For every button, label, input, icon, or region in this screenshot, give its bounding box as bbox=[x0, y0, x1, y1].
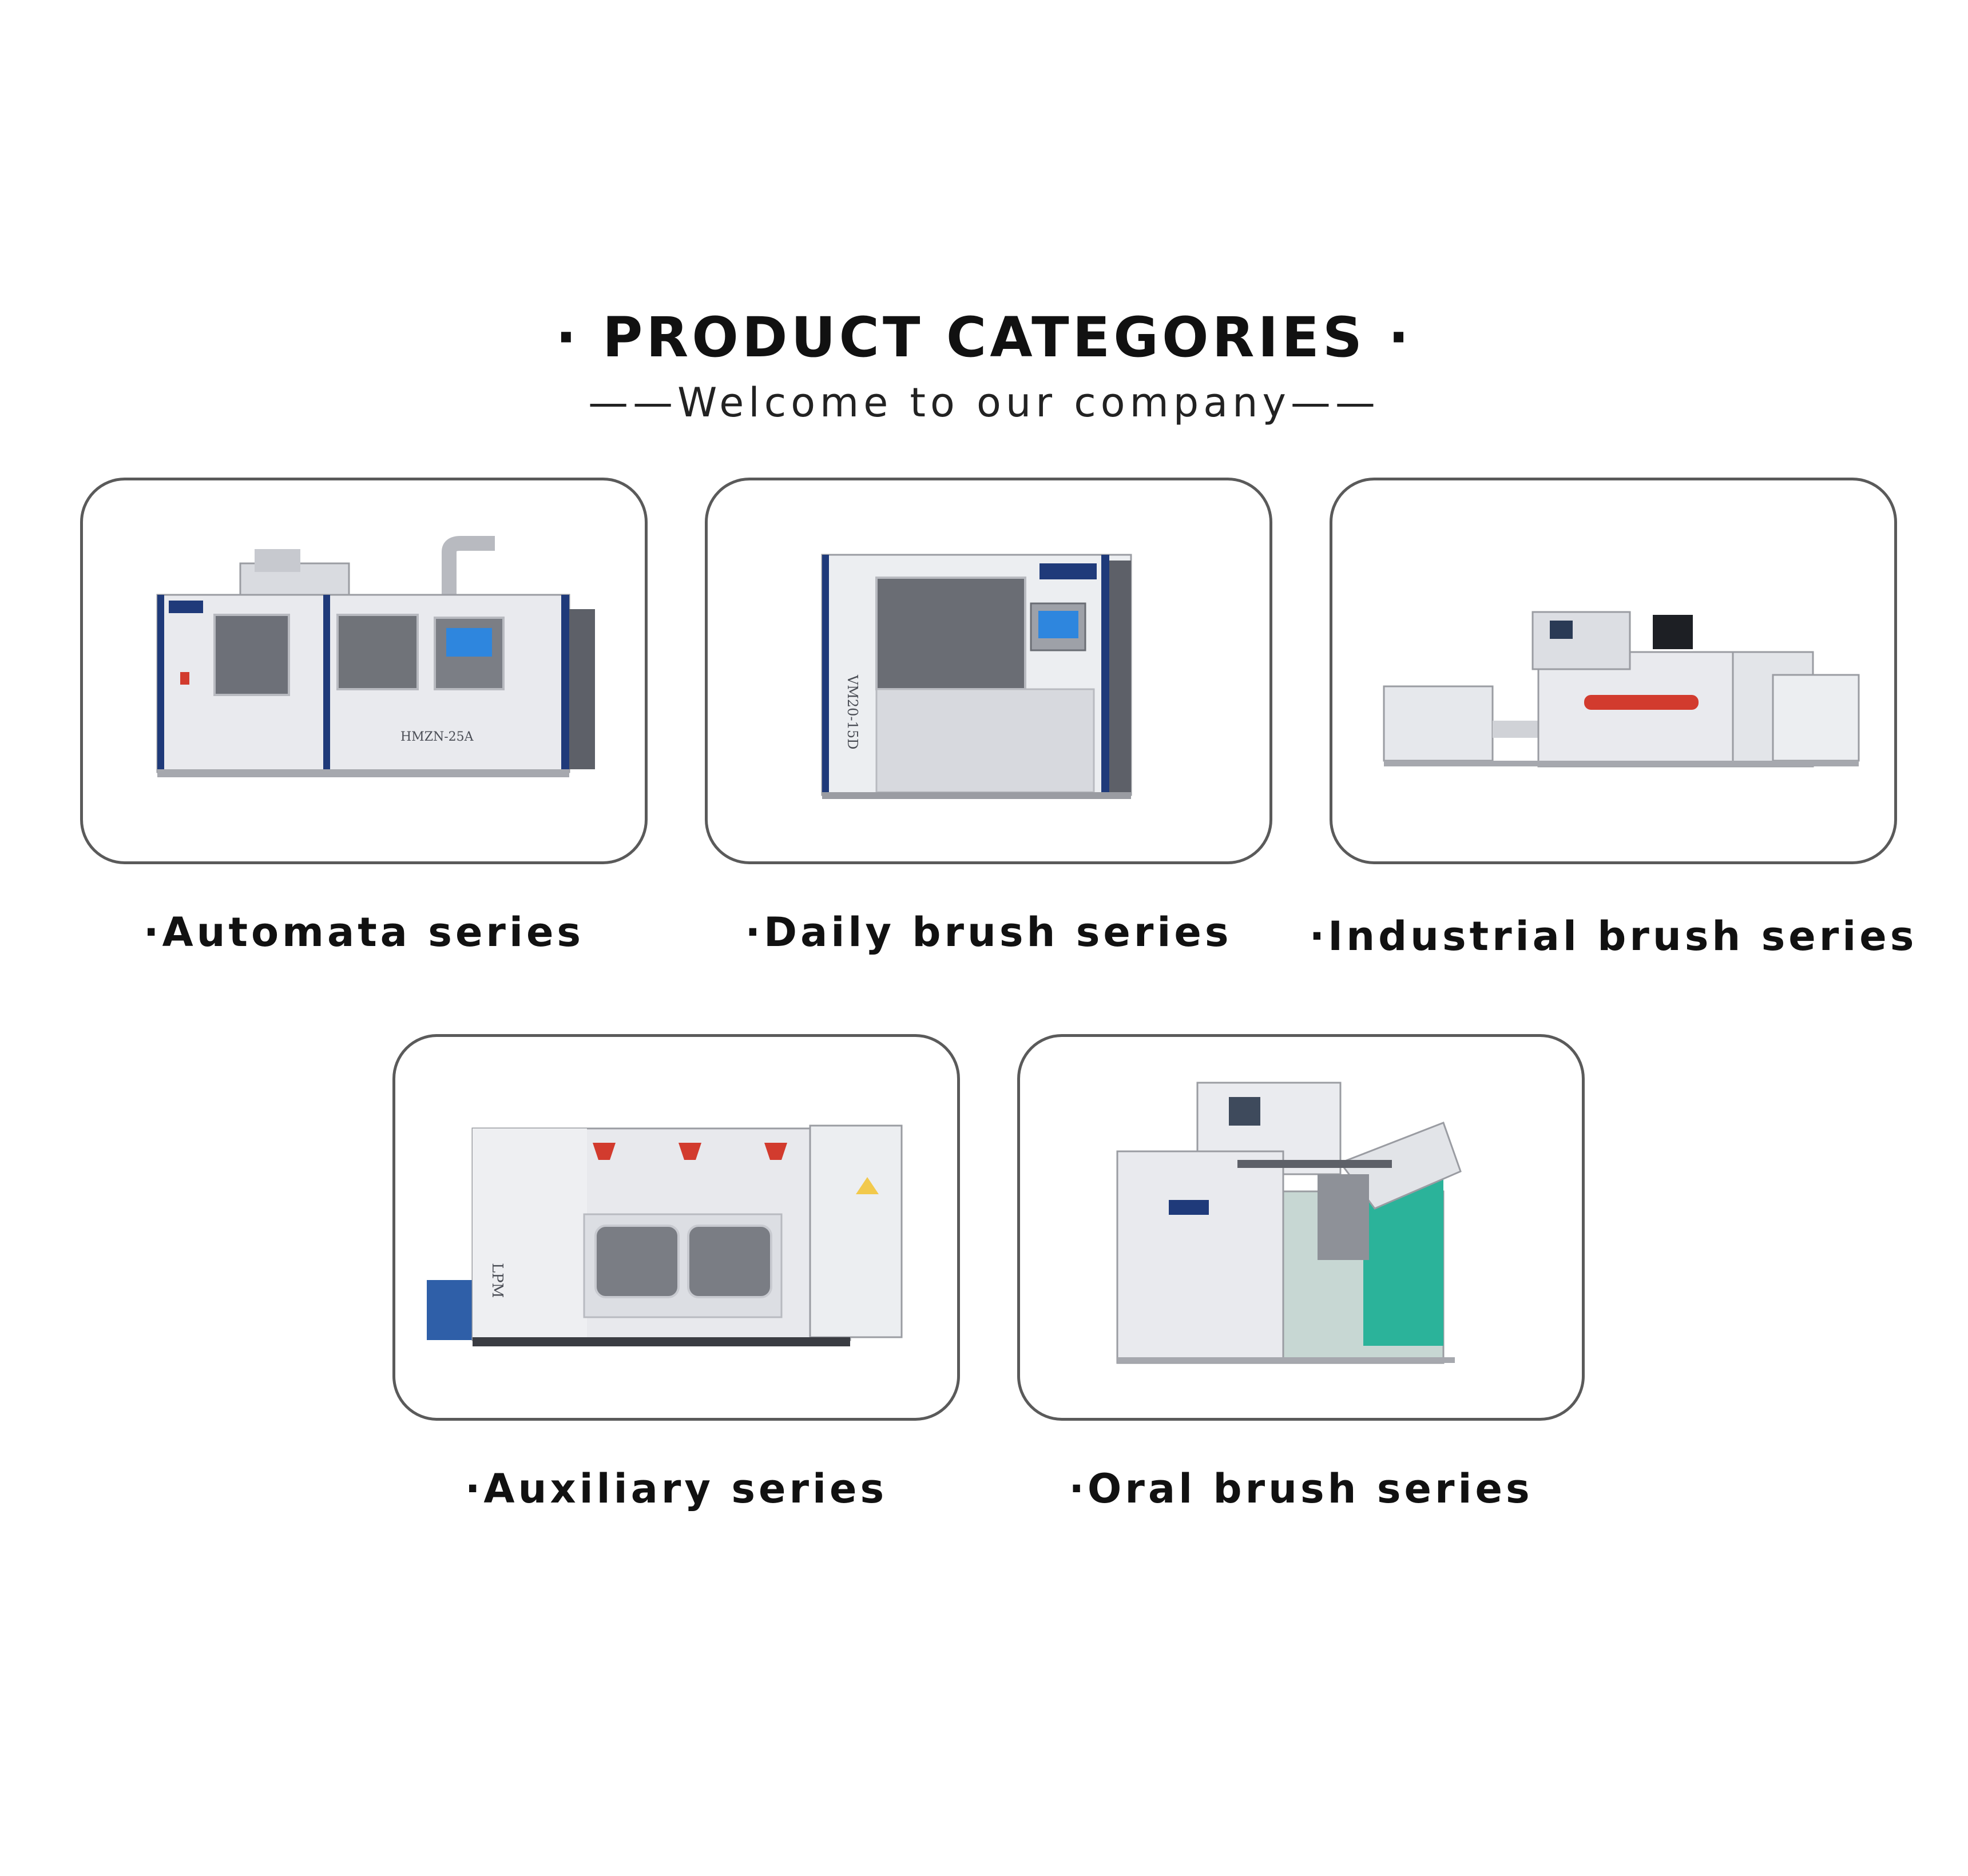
category-card-oral-brush[interactable] bbox=[1017, 1034, 1585, 1421]
category-card-automata[interactable]: HMZN-25A bbox=[80, 478, 648, 864]
machine-code-label: HMZN-25A bbox=[400, 730, 474, 744]
category-card-industrial-brush[interactable] bbox=[1330, 478, 1897, 864]
category-label-automata[interactable]: ·Automata series bbox=[143, 909, 585, 956]
category-label-auxiliary[interactable]: ·Auxiliary series bbox=[465, 1465, 888, 1512]
machine-code-label: LPM bbox=[489, 1263, 506, 1298]
auxiliary-machine-image: LPM bbox=[427, 1124, 903, 1346]
machine-code-label: VM20-15D bbox=[844, 674, 860, 749]
category-label-oral-brush[interactable]: ·Oral brush series bbox=[1069, 1465, 1533, 1512]
category-label-daily-brush[interactable]: ·Daily brush series bbox=[745, 909, 1232, 956]
category-card-daily-brush[interactable]: VM20-15D bbox=[705, 478, 1272, 864]
automata-machine-image: HMZN-25A bbox=[156, 536, 595, 777]
category-card-auxiliary[interactable]: LPM bbox=[392, 1034, 960, 1421]
oral-brush-machine-image bbox=[1116, 1082, 1462, 1364]
industrial-brush-machine-image bbox=[1383, 611, 1860, 768]
page-subtitle: ——Welcome to our company—— bbox=[588, 379, 1380, 426]
category-label-industrial-brush[interactable]: ·Industrial brush series bbox=[1309, 913, 1918, 960]
daily-brush-machine-image: VM20-15D bbox=[821, 554, 1132, 799]
page-title: · PRODUCT CATEGORIES · bbox=[556, 305, 1412, 369]
